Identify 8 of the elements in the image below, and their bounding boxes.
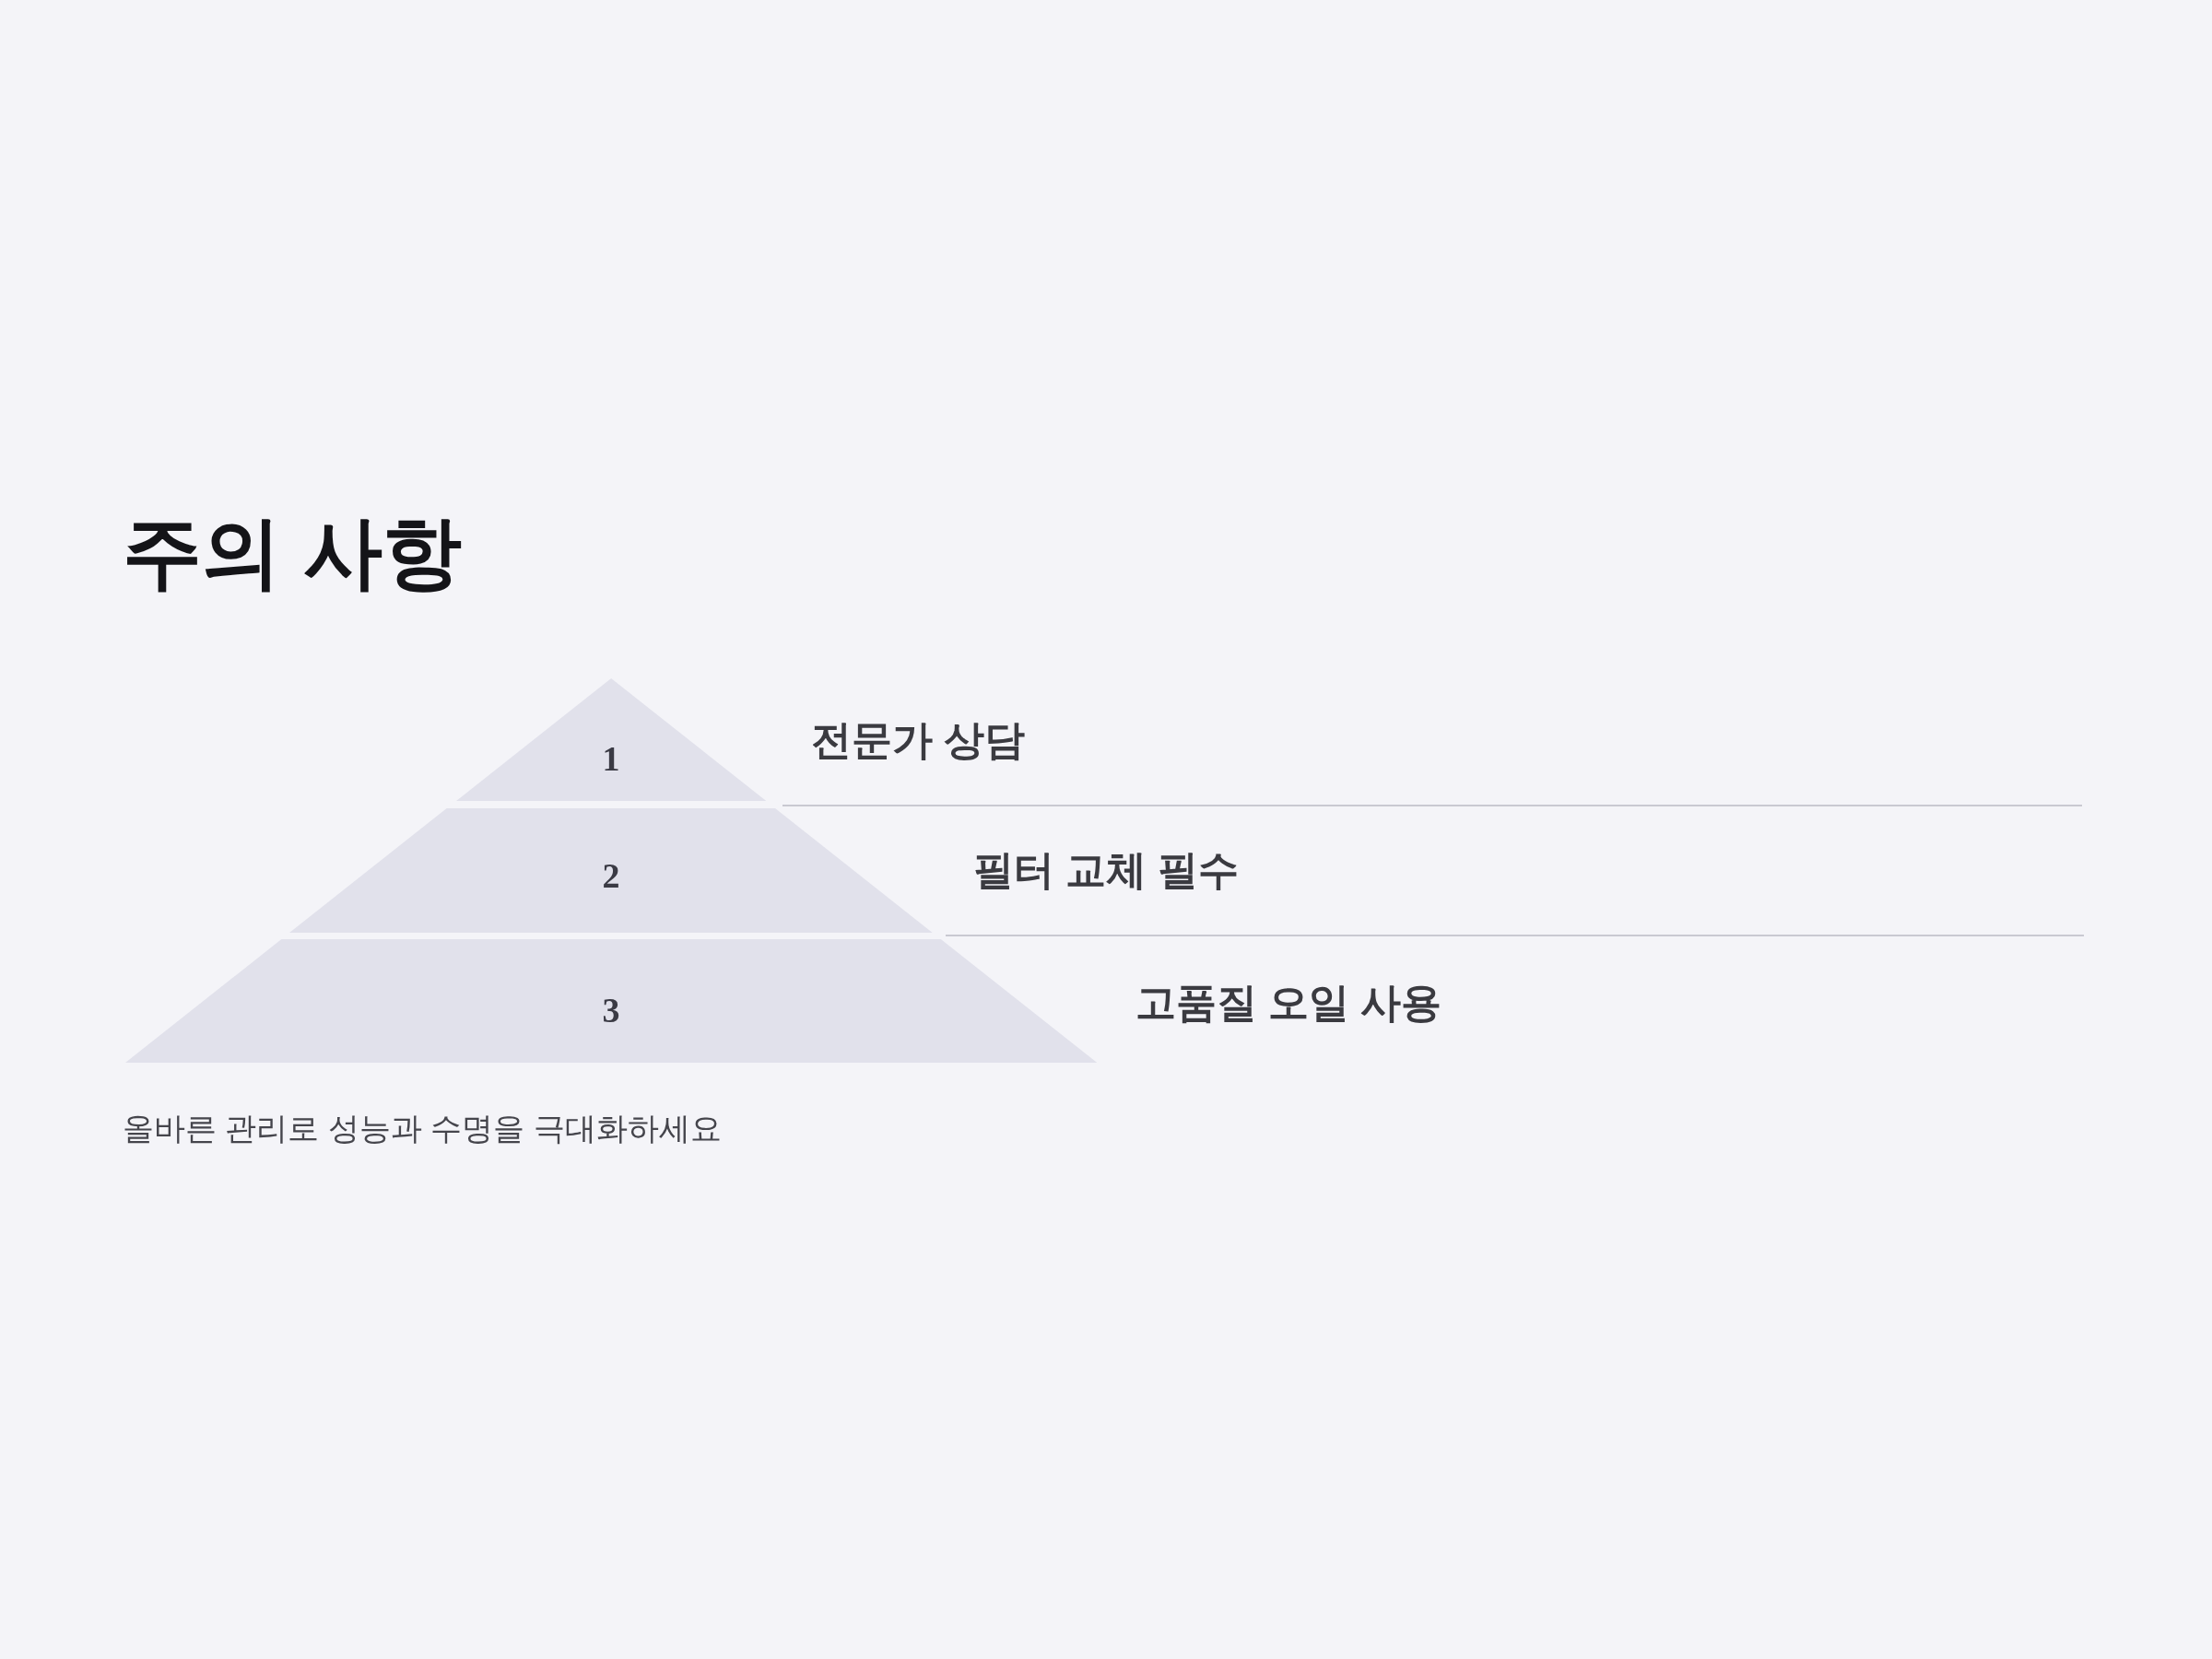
- tier-label: 전문가 상담: [811, 715, 1026, 764]
- caption-text: 올바른 관리로 성능과 수명을 극대화하세요: [123, 1109, 722, 1147]
- tier-number: 3: [602, 993, 620, 1028]
- tier-label: 고품질 오일 사용: [1135, 978, 1442, 1027]
- tier-number: 1: [602, 741, 620, 776]
- tier-number: 2: [602, 858, 620, 893]
- title-heading: 주의 사항: [123, 509, 462, 596]
- tier-label: 필터 교체 필수: [973, 845, 1240, 894]
